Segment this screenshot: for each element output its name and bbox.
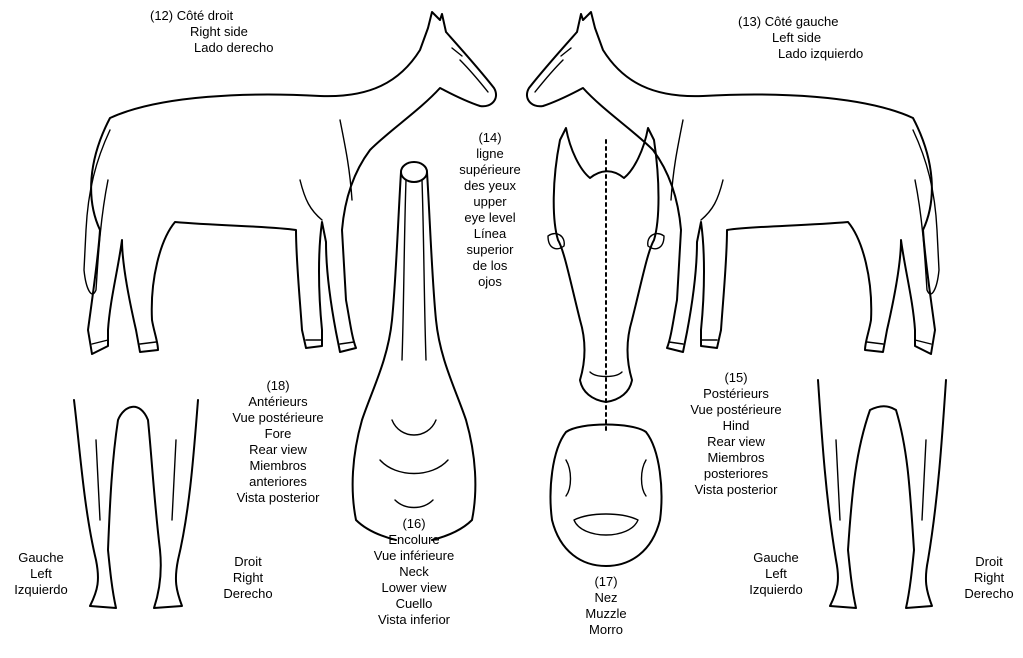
- fore-legs-label: (18) Antérieurs Vue postérieure Fore Rea…: [214, 378, 342, 506]
- hind-right-line: Droit: [958, 554, 1020, 570]
- eye-level-line: eye level: [452, 210, 528, 226]
- fore-label-line: Miembros: [214, 458, 342, 474]
- left-side-es: Lado izquierdo: [738, 46, 863, 62]
- hind-label-line: Rear view: [672, 434, 800, 450]
- hind-left-label: Gauche Left Izquierdo: [738, 550, 814, 598]
- left-side-label: (13) Côté gauche Left side Lado izquierd…: [738, 14, 863, 62]
- neck-label-line: Neck: [352, 564, 476, 580]
- neck-label-line: Vista inferior: [352, 612, 476, 628]
- fore-left-line: Izquierdo: [6, 582, 76, 598]
- fore-label-line: Rear view: [214, 442, 342, 458]
- eye-level-line: supérieure: [452, 162, 528, 178]
- neck-label-line: Lower view: [352, 580, 476, 596]
- eye-level-line: (14): [452, 130, 528, 146]
- hind-left-line: Izquierdo: [738, 582, 814, 598]
- neck-label-line: Cuello: [352, 596, 476, 612]
- hind-label-line: Miembros: [672, 450, 800, 466]
- fore-label-line: Antérieurs: [214, 394, 342, 410]
- fore-label-line: Vista posterior: [214, 490, 342, 506]
- fore-right-line: Droit: [208, 554, 288, 570]
- fore-label-line: Fore: [214, 426, 342, 442]
- eye-level-line: superior: [452, 242, 528, 258]
- fore-left-label: Gauche Left Izquierdo: [6, 550, 76, 598]
- hind-label-line: Hind: [672, 418, 800, 434]
- muzzle-label-line: Muzzle: [570, 606, 642, 622]
- right-side-fr: (12) Côté droit: [150, 8, 274, 24]
- hind-label-line: Vista posterior: [672, 482, 800, 498]
- hind-legs-label: (15) Postérieurs Vue postérieure Hind Re…: [672, 370, 800, 498]
- right-side-es: Lado derecho: [150, 40, 274, 56]
- eye-level-line: Línea: [452, 226, 528, 242]
- eye-level-line: ojos: [452, 274, 528, 290]
- hind-label-line: (15): [672, 370, 800, 386]
- fore-right-line: Right: [208, 570, 288, 586]
- fore-left-line: Gauche: [6, 550, 76, 566]
- muzzle-view-drawing: [551, 425, 662, 567]
- neck-label-line: (16): [352, 516, 476, 532]
- fore-legs-rear-view-drawing: [74, 400, 198, 608]
- hind-label-line: Vue postérieure: [672, 402, 800, 418]
- hind-label-line: Postérieurs: [672, 386, 800, 402]
- hind-left-line: Gauche: [738, 550, 814, 566]
- fore-left-line: Left: [6, 566, 76, 582]
- eye-level-line: ligne: [452, 146, 528, 162]
- fore-label-line: Vue postérieure: [214, 410, 342, 426]
- right-side-en: Right side: [150, 24, 274, 40]
- fore-right-label: Droit Right Derecho: [208, 554, 288, 602]
- head-front-view-drawing: [548, 128, 664, 430]
- hind-label-line: posteriores: [672, 466, 800, 482]
- fore-right-line: Derecho: [208, 586, 288, 602]
- muzzle-label-line: Nez: [570, 590, 642, 606]
- fore-label-line: (18): [214, 378, 342, 394]
- right-side-label: (12) Côté droit Right side Lado derecho: [150, 8, 274, 56]
- neck-label-line: Encolure: [352, 532, 476, 548]
- neck-label: (16) Encolure Vue inférieure Neck Lower …: [352, 516, 476, 628]
- muzzle-label-line: (17): [570, 574, 642, 590]
- eye-level-line: de los: [452, 258, 528, 274]
- eye-level-line: upper: [452, 194, 528, 210]
- left-side-en: Left side: [738, 30, 863, 46]
- fore-label-line: anteriores: [214, 474, 342, 490]
- eye-level-label: (14) ligne supérieure des yeux upper eye…: [452, 130, 528, 290]
- left-side-fr: (13) Côté gauche: [738, 14, 863, 30]
- eye-level-line: des yeux: [452, 178, 528, 194]
- hind-left-line: Left: [738, 566, 814, 582]
- muzzle-label-line: Morro: [570, 622, 642, 638]
- muzzle-label: (17) Nez Muzzle Morro: [570, 574, 642, 638]
- hind-right-line: Right: [958, 570, 1020, 586]
- hind-right-line: Derecho: [958, 586, 1020, 602]
- left-side-horse-drawing: [527, 12, 939, 354]
- neck-label-line: Vue inférieure: [352, 548, 476, 564]
- hind-right-label: Droit Right Derecho: [958, 554, 1020, 602]
- hind-legs-rear-view-drawing: [818, 380, 946, 608]
